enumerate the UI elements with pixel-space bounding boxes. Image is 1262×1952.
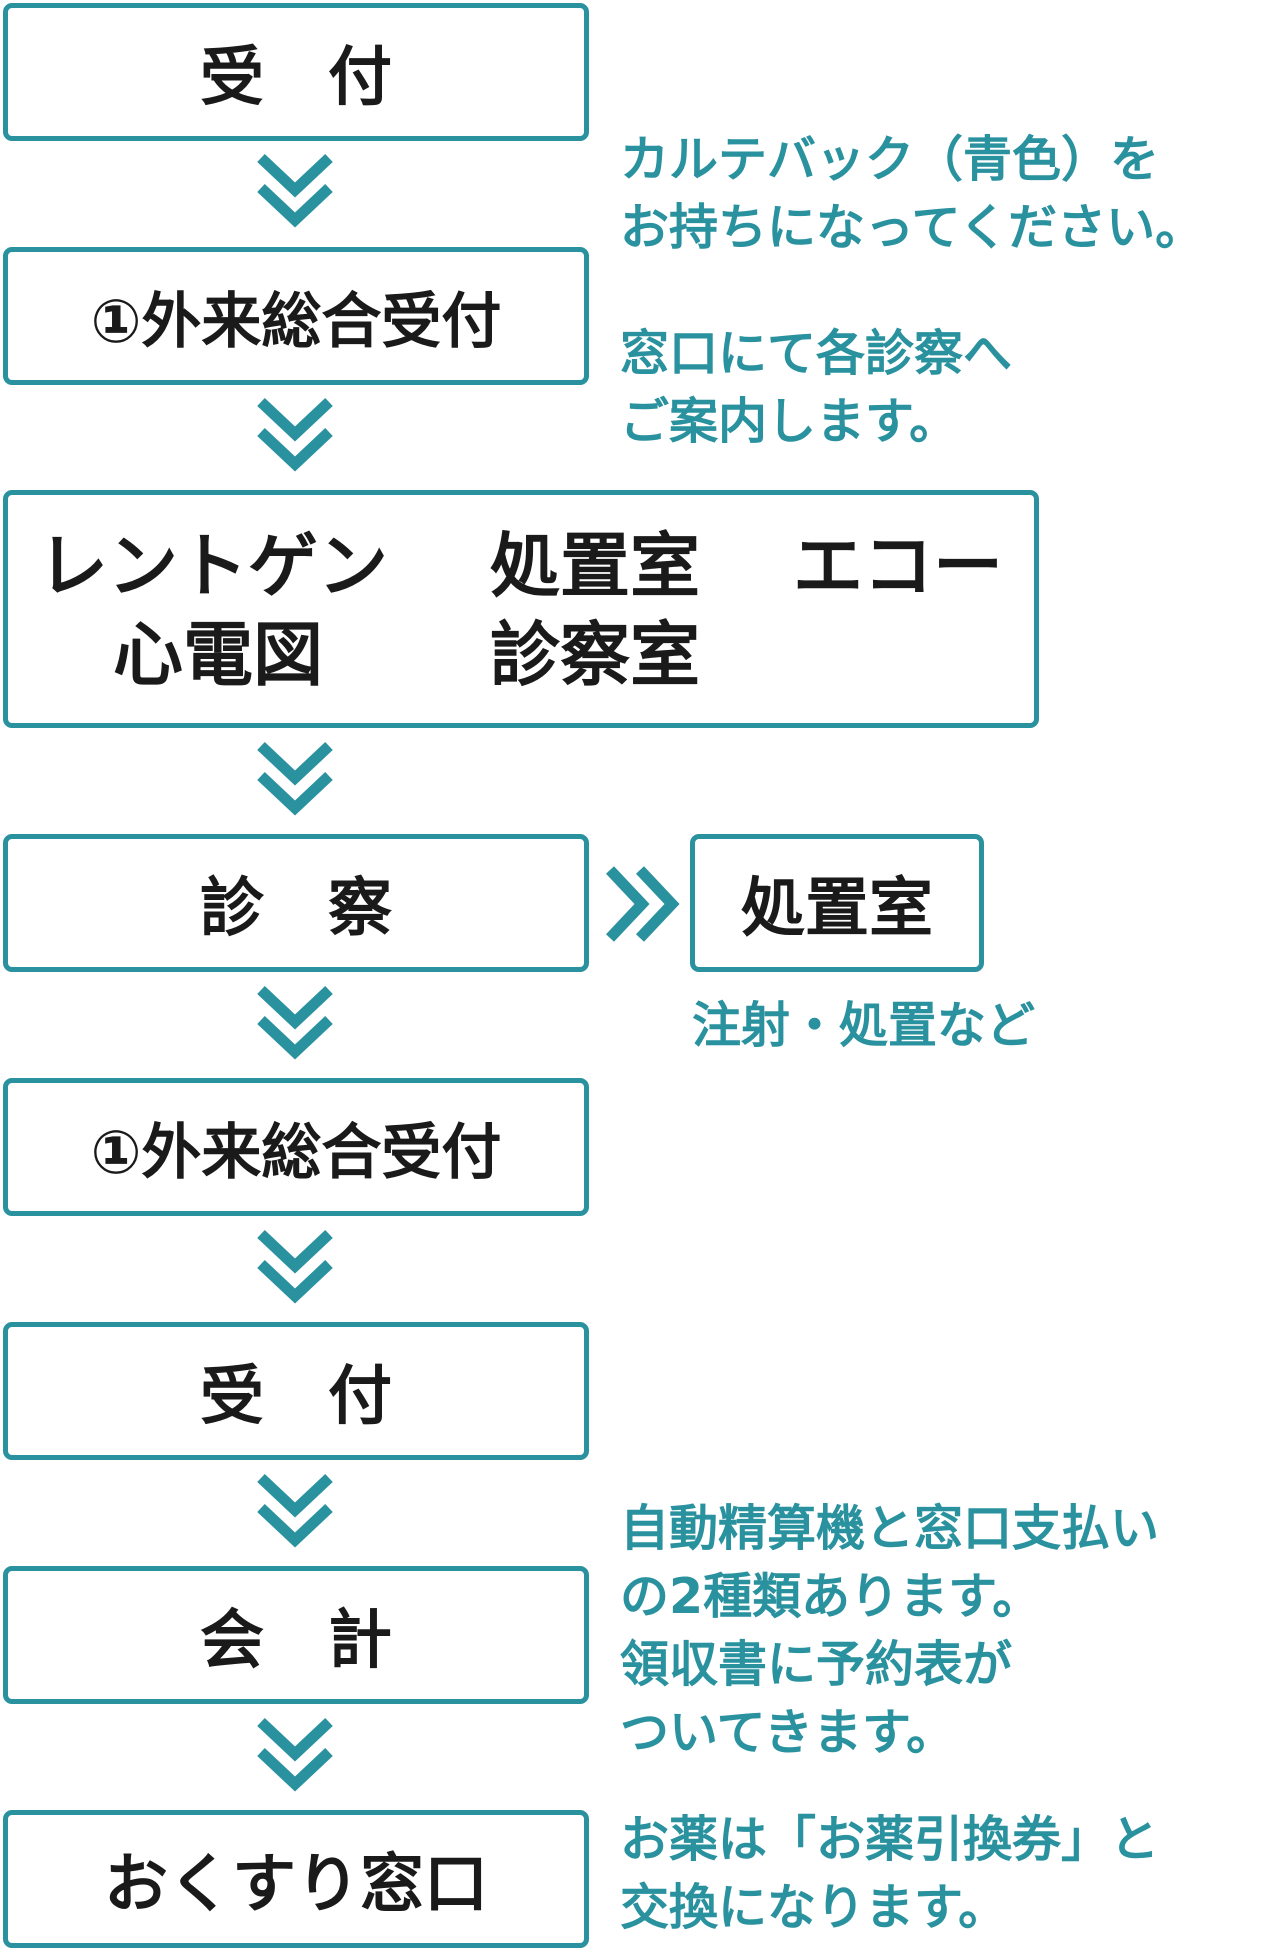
- double-chevron-down-icon: [257, 741, 333, 816]
- step-uketsuke-1: 受 付: [3, 3, 589, 141]
- step-gairai-1-label: ①外来総合受付: [90, 286, 502, 357]
- double-chevron-down-icon: [257, 1473, 333, 1548]
- double-chevron-down-icon: [257, 1717, 333, 1792]
- step-shinsatsu-label: 診 察: [200, 872, 392, 946]
- note-medicine: お薬は「お薬引換券」と 交換になります。: [620, 1811, 1160, 1936]
- double-chevron-down-icon: [257, 985, 333, 1060]
- step-gairai-2-label: ①外来総合受付: [90, 1117, 502, 1188]
- double-chevron-down-icon: [257, 153, 333, 228]
- step-kaikei: 会 計: [3, 1566, 589, 1704]
- step-pharmacy-label: おくすり窓口: [104, 1848, 488, 1922]
- step-gairai-2: ①外来総合受付: [3, 1078, 589, 1216]
- step-shinsatsu: 診 察: [3, 834, 589, 972]
- note-guide: 窓口にて各診察へ ご案内します。: [620, 325, 1013, 450]
- room-echo: エコー: [793, 525, 1003, 607]
- double-chevron-right-icon: [605, 866, 680, 942]
- step-uketsuke-2-label: 受 付: [200, 1360, 392, 1434]
- step-exam-rooms: レントゲン 処置室 エコー 心電図 診察室: [3, 490, 1039, 728]
- side-treatment-label: 処置室: [741, 872, 933, 946]
- room-xray: レントゲン: [38, 525, 388, 607]
- double-chevron-down-icon: [257, 397, 333, 472]
- room-treatment: 処置室: [490, 525, 700, 607]
- room-ecg: 心電図: [113, 614, 323, 696]
- note-payment: 自動精算機と窓口支払い の2種類あります。 領収書に予約表が ついてきます。: [620, 1500, 1160, 1761]
- note-card-bag: カルテバック（青色）を お持ちになってください。: [620, 131, 1205, 256]
- step-kaikei-label: 会 計: [200, 1604, 392, 1678]
- room-consult: 診察室: [490, 614, 700, 696]
- step-pharmacy: おくすり窓口: [3, 1810, 589, 1948]
- step-uketsuke-2: 受 付: [3, 1322, 589, 1460]
- note-treatment: 注射・処置など: [692, 997, 1036, 1054]
- step-uketsuke-1-label: 受 付: [200, 41, 392, 115]
- double-chevron-down-icon: [257, 1229, 333, 1304]
- step-gairai-1: ①外来総合受付: [3, 247, 589, 385]
- side-treatment-room: 処置室: [690, 834, 984, 972]
